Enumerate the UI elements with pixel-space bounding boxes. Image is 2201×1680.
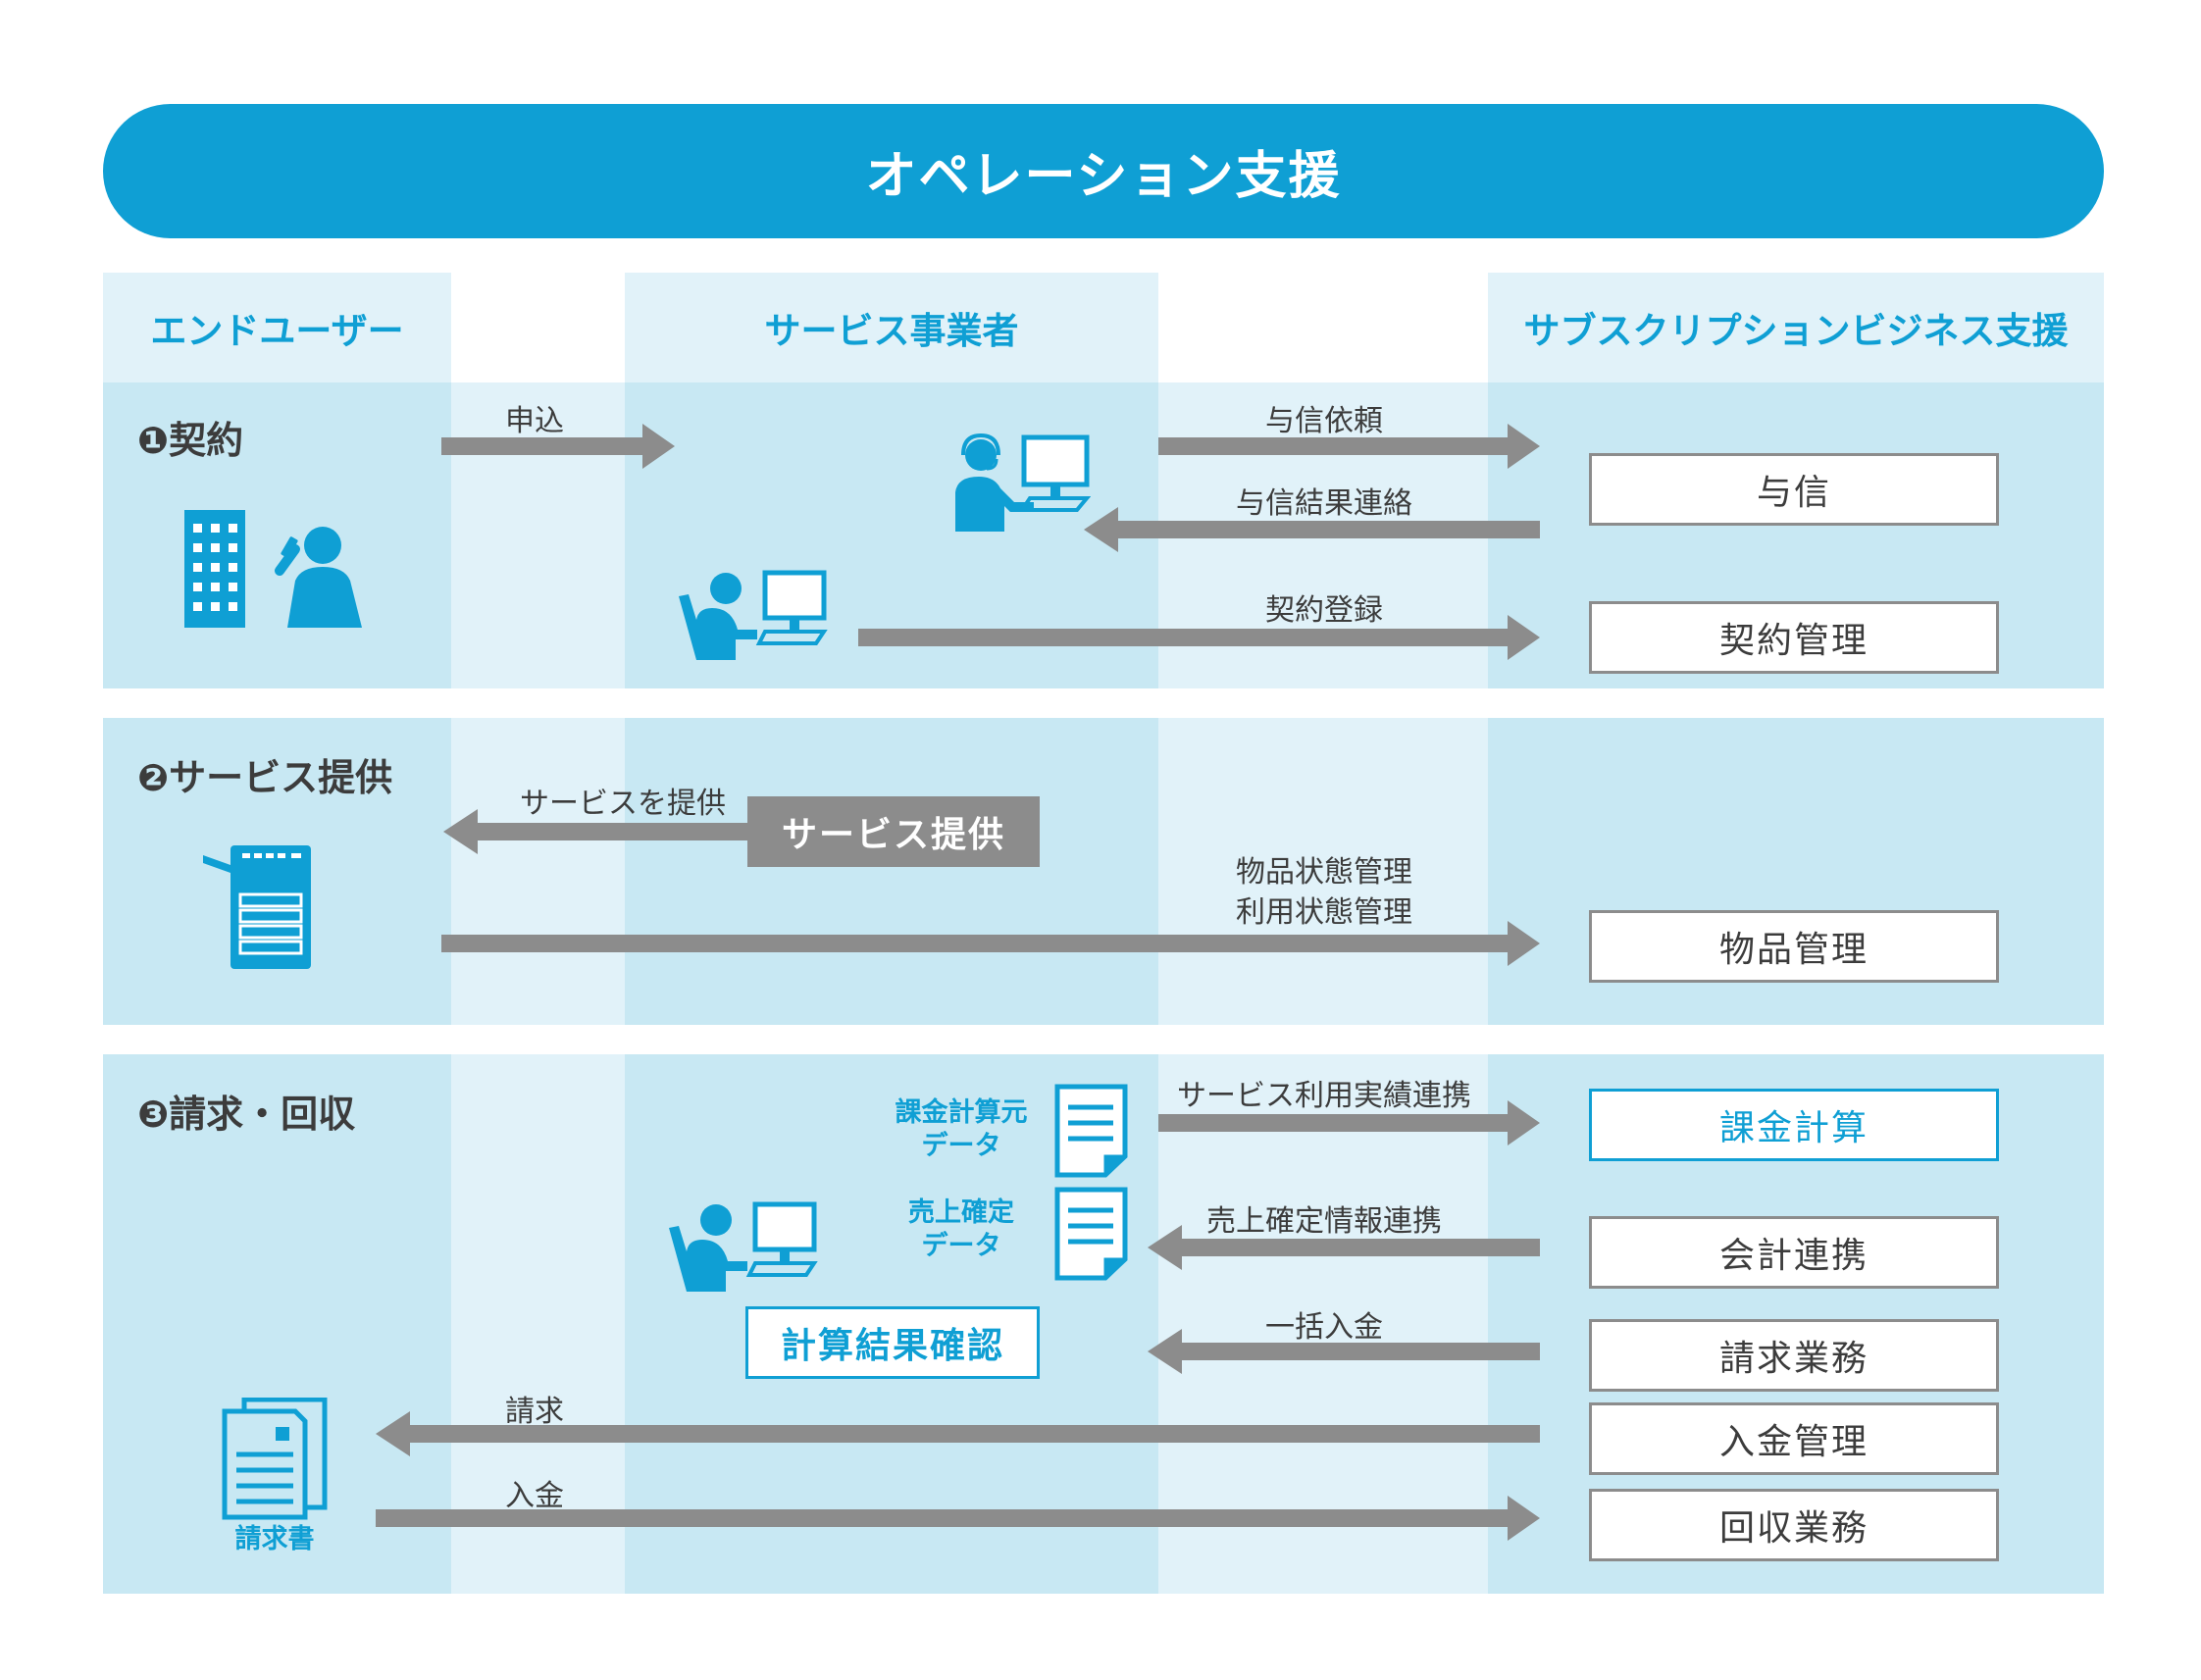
arrow-state-mgmt bbox=[441, 921, 1540, 966]
label-sales-link: 売上確定情報連携 bbox=[1206, 1204, 1442, 1239]
column-gap-1 bbox=[451, 273, 625, 1594]
doc-label-billing-source: 課金計算元 データ bbox=[895, 1097, 1028, 1161]
label-payment: 入金 bbox=[505, 1479, 564, 1513]
section-title-service: ❷サービス提供 bbox=[137, 756, 393, 799]
label-credit-result: 与信結果連絡 bbox=[1236, 486, 1412, 521]
box-billing-ops: 請求業務 bbox=[1589, 1319, 1999, 1392]
label-goods-state: 物品状態管理 bbox=[1236, 855, 1412, 890]
device-machine-icon bbox=[203, 845, 311, 969]
operator-headset-icon bbox=[955, 433, 1091, 532]
label-provide-service: サービスを提供 bbox=[520, 787, 726, 821]
worker-pc-icon bbox=[669, 1201, 818, 1292]
box-contract-mgmt: 契約管理 bbox=[1589, 601, 1999, 674]
invoice-documents-icon bbox=[222, 1398, 328, 1520]
box-credit: 与信 bbox=[1589, 453, 1999, 526]
label-invoice: 請求 bbox=[505, 1395, 564, 1429]
arrow-sales-link bbox=[1148, 1225, 1540, 1270]
box-goods-mgmt: 物品管理 bbox=[1589, 910, 1999, 983]
header-gap-2 bbox=[1158, 273, 1488, 382]
document-icon bbox=[1054, 1084, 1128, 1178]
arrow-payment bbox=[376, 1496, 1540, 1541]
box-collection-ops: 回収業務 bbox=[1589, 1489, 1999, 1561]
arrow-provide-service bbox=[443, 809, 747, 854]
header-gap-1 bbox=[451, 273, 625, 382]
section-title-billing: ❸請求・回収 bbox=[137, 1093, 356, 1136]
column-header-end-user: エンドユーザー bbox=[103, 273, 451, 382]
box-calc-confirm: 計算結果確認 bbox=[745, 1306, 1040, 1379]
label-usage-state: 利用状態管理 bbox=[1236, 895, 1412, 930]
page-title: オペレーション支援 bbox=[103, 104, 2104, 238]
arrow-credit-result bbox=[1084, 507, 1540, 552]
doc-label-sales-data: 売上確定 データ bbox=[908, 1197, 1014, 1261]
section-title-contract: ❶契約 bbox=[137, 419, 244, 462]
section-divider bbox=[103, 688, 2104, 718]
box-billing-calc: 課金計算 bbox=[1589, 1089, 1999, 1161]
worker-pc-icon bbox=[679, 570, 828, 660]
label-usage-link: サービス利用実績連携 bbox=[1177, 1079, 1471, 1113]
section-divider bbox=[103, 1025, 2104, 1054]
box-service-provide: サービス提供 bbox=[747, 796, 1040, 867]
label-credit-request: 与信依頼 bbox=[1265, 404, 1383, 438]
label-bulk-payment: 一括入金 bbox=[1265, 1310, 1383, 1345]
column-header-provider: サービス事業者 bbox=[625, 273, 1158, 382]
box-payment-mgmt: 入金管理 bbox=[1589, 1402, 1999, 1475]
column-gap-2 bbox=[1158, 273, 1488, 1594]
arrow-contract-register bbox=[858, 615, 1540, 660]
building-phone-user-icon bbox=[184, 510, 362, 628]
arrow-usage-link bbox=[1158, 1100, 1540, 1145]
box-accounting: 会計連携 bbox=[1589, 1216, 1999, 1289]
arrow-credit-request bbox=[1158, 424, 1540, 469]
label-contract-register: 契約登録 bbox=[1265, 593, 1383, 628]
label-apply: 申込 bbox=[505, 404, 564, 438]
column-header-support: サブスクリプションビジネス支援 bbox=[1488, 273, 2104, 382]
doc-label-invoice: 請求書 bbox=[234, 1524, 315, 1554]
arrow-apply bbox=[441, 424, 675, 469]
arrow-bulk-payment bbox=[1148, 1329, 1540, 1374]
arrow-invoice bbox=[376, 1411, 1540, 1456]
document-icon bbox=[1054, 1187, 1128, 1281]
